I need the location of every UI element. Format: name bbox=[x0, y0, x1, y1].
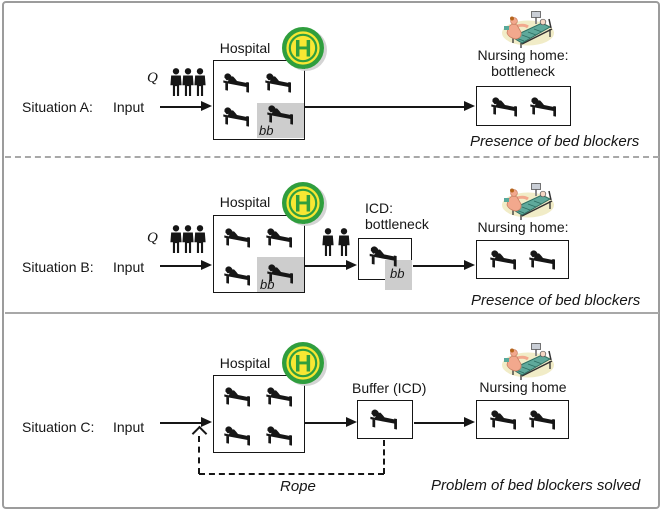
icd-label: ICD: bottleneck bbox=[365, 200, 429, 232]
person-icon bbox=[182, 225, 194, 254]
rope-line-vertical-left bbox=[198, 436, 200, 474]
hospital-to-buffer-arrow-line bbox=[305, 422, 347, 424]
queue-label-a: Q bbox=[147, 70, 158, 86]
bed-icon bbox=[529, 250, 555, 270]
icd-label-line2: bottleneck bbox=[365, 216, 429, 232]
bed-icon bbox=[369, 246, 397, 267]
bed-icon bbox=[491, 97, 517, 117]
situation-a-title: Situation A: bbox=[22, 99, 93, 115]
person-icon bbox=[170, 68, 182, 97]
hospital-sign-letter: H bbox=[294, 191, 311, 218]
rope-line-vertical-right bbox=[383, 440, 385, 474]
situation-c-title: Situation C: bbox=[22, 419, 95, 435]
icd-to-nursing-arrowhead bbox=[464, 260, 475, 270]
bed-icon bbox=[266, 387, 292, 407]
buffer-label: Buffer (ICD) bbox=[352, 380, 427, 396]
nursing-home-label-b: Nursing home: bbox=[477, 219, 569, 235]
situation-b-input-label: Input bbox=[113, 259, 145, 275]
input-arrowhead-a bbox=[201, 101, 212, 111]
bed-icon bbox=[490, 410, 516, 430]
annotation-b: Presence of bed blockers bbox=[471, 292, 641, 309]
section-divider-dashed bbox=[5, 156, 659, 158]
nurse-patient-clipart bbox=[500, 182, 556, 220]
queue-label-b: Q bbox=[147, 230, 158, 246]
nursing-home-label-c: Nursing home bbox=[479, 379, 567, 395]
input-arrow-line-c bbox=[160, 422, 202, 424]
bed-icon bbox=[224, 266, 250, 286]
nurse-patient-clipart bbox=[500, 342, 556, 380]
nursing-home-label-a: Nursing home: bottleneck bbox=[458, 47, 588, 79]
person-icon bbox=[194, 68, 206, 97]
bed-icon bbox=[224, 426, 250, 446]
hospital-to-nursing-arrowhead-a bbox=[464, 101, 475, 111]
bed-blocker-highlight-a bbox=[257, 103, 304, 138]
hospital-sign-icon: H bbox=[282, 182, 324, 224]
bed-icon bbox=[265, 73, 291, 93]
annotation-a: Presence of bed blockers bbox=[470, 133, 640, 150]
hospital-label-a: Hospital bbox=[219, 40, 271, 56]
bed-icon bbox=[530, 97, 556, 117]
annotation-c: Problem of bed blockers solved bbox=[431, 477, 641, 494]
bed-blocker-label-b: bb bbox=[260, 277, 275, 292]
hospital-to-icd-arrow-line-b bbox=[305, 265, 347, 267]
input-arrowhead-b bbox=[201, 260, 212, 270]
icd-label-line1: ICD: bbox=[365, 200, 393, 216]
bed-icon bbox=[223, 107, 249, 127]
hospital-sign-icon: H bbox=[282, 342, 324, 384]
input-arrow-line-b bbox=[160, 265, 202, 267]
bed-icon bbox=[266, 426, 292, 446]
bed-icon bbox=[370, 409, 397, 430]
bed-blocker-highlight-icd bbox=[385, 260, 412, 290]
bed-icon bbox=[223, 73, 249, 93]
person-icon bbox=[322, 228, 334, 257]
person-icon bbox=[338, 228, 350, 257]
hospital-to-nursing-arrow-line-a bbox=[305, 106, 465, 108]
buffer-to-nursing-arrow-line bbox=[414, 422, 465, 424]
nurse-patient-clipart bbox=[500, 10, 556, 48]
person-icon bbox=[170, 225, 182, 254]
bed-icon bbox=[224, 228, 250, 248]
rope-line-horizontal bbox=[199, 473, 384, 475]
bed-icon bbox=[224, 387, 250, 407]
person-icon bbox=[182, 68, 194, 97]
input-arrow-line-a bbox=[160, 106, 202, 108]
nursing-home-label-a-line1: Nursing home: bbox=[477, 47, 569, 63]
hospital-sign-letter: H bbox=[294, 351, 311, 378]
bed-icon bbox=[490, 250, 516, 270]
bed-icon bbox=[529, 410, 555, 430]
outer-frame bbox=[2, 1, 660, 509]
buffer-to-nursing-arrowhead bbox=[464, 417, 475, 427]
bed-blocker-label-icd: bb bbox=[390, 266, 405, 281]
hospital-to-buffer-arrowhead bbox=[346, 417, 357, 427]
rope-label: Rope bbox=[280, 478, 316, 495]
situation-c-input-label: Input bbox=[113, 419, 145, 435]
hospital-sign-icon: H bbox=[282, 27, 324, 69]
input-arrowhead-c bbox=[201, 417, 212, 427]
hospital-label-b: Hospital bbox=[219, 194, 271, 210]
person-icon bbox=[194, 225, 206, 254]
hospital-sign-letter: H bbox=[294, 36, 311, 63]
nursing-home-label-a-line2: bottleneck bbox=[491, 63, 555, 79]
bed-blocker-label-a: bb bbox=[259, 123, 274, 138]
section-divider-solid bbox=[5, 312, 659, 314]
situation-a-input-label: Input bbox=[113, 99, 145, 115]
situation-b-title: Situation B: bbox=[22, 259, 94, 275]
icd-to-nursing-arrow-line bbox=[413, 265, 465, 267]
bed-icon bbox=[267, 105, 293, 125]
bed-icon bbox=[266, 228, 292, 248]
hospital-label-c: Hospital bbox=[219, 355, 271, 371]
hospital-to-icd-arrowhead-b bbox=[346, 260, 357, 270]
